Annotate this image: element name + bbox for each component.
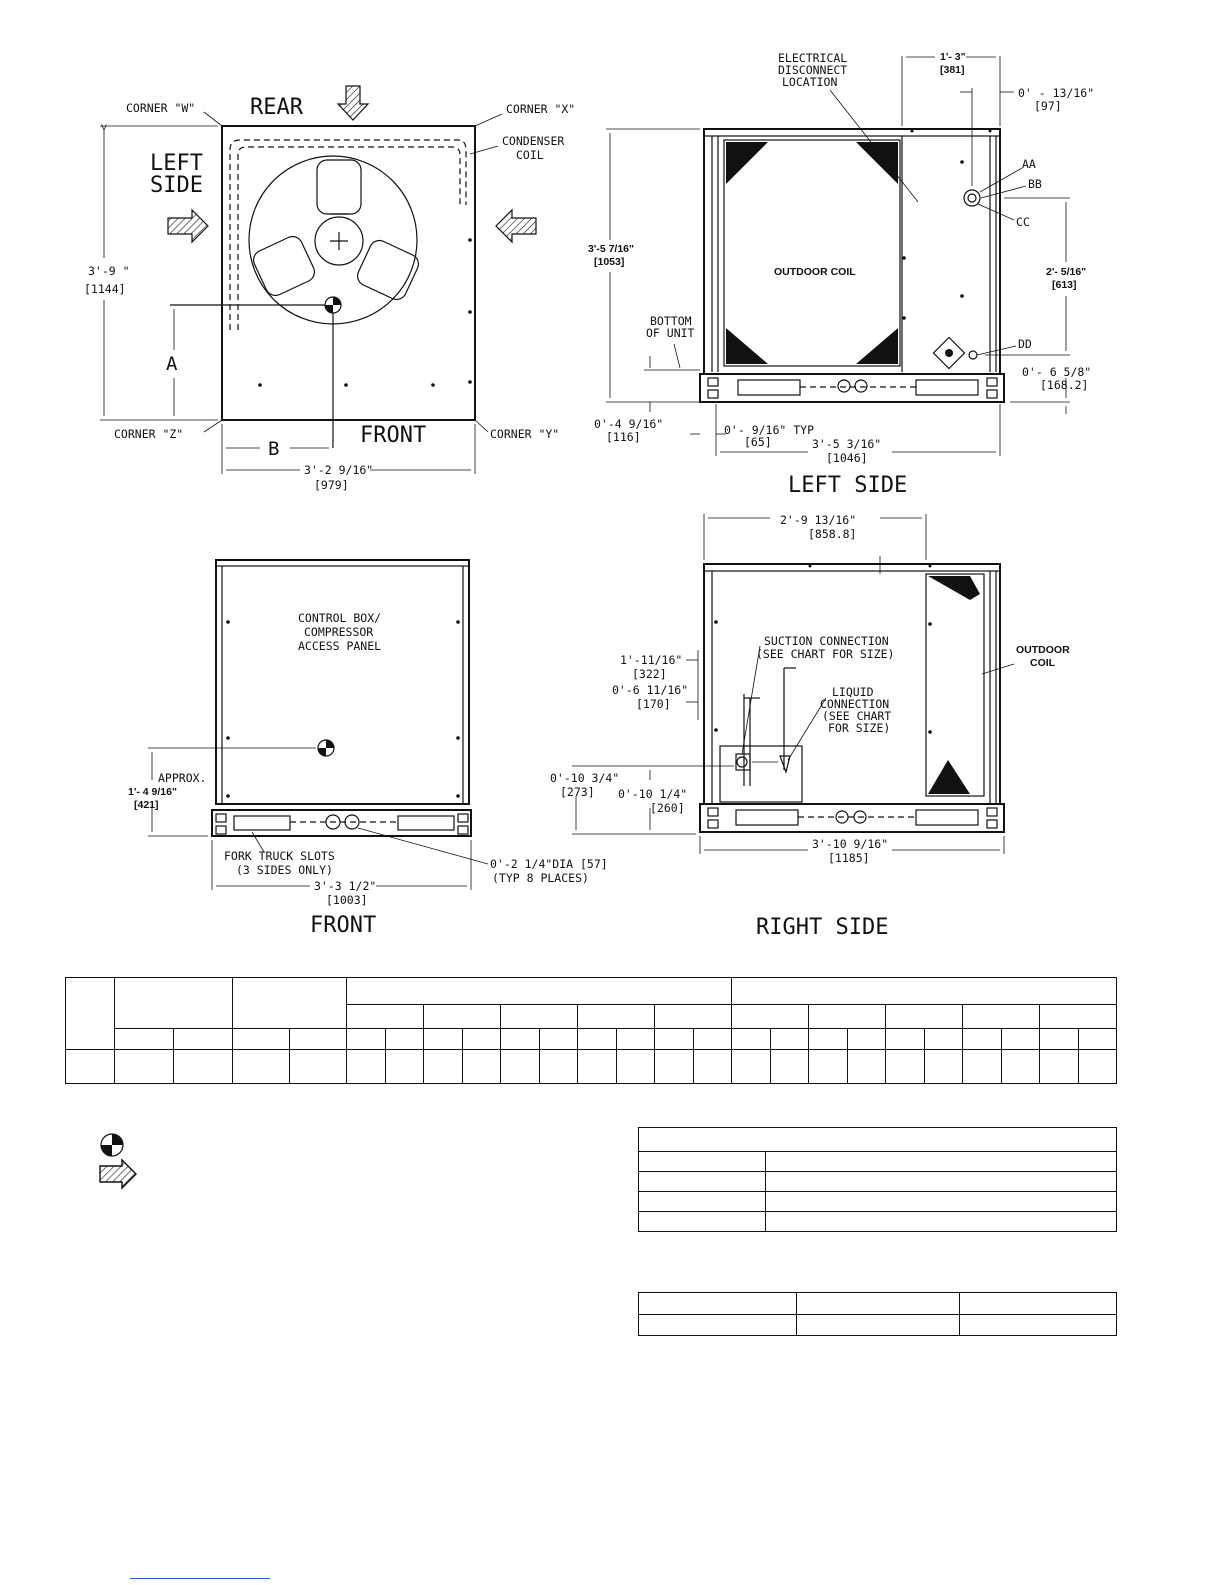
electrical-label-3: LOCATION (782, 75, 837, 89)
footer-link-rule (130, 1578, 270, 1579)
right-outdoor-coil-1: OUTDOOR (1016, 644, 1070, 656)
rear-width-mm: [979] (314, 478, 349, 492)
corner-y-label: CORNER "Y" (490, 427, 559, 441)
fork-label-2: (3 SIDES ONLY) (236, 863, 333, 877)
left-bottom-dim: 0'-4 9/16" (594, 417, 663, 431)
connection-table (638, 1127, 1117, 1232)
front-view (148, 559, 489, 890)
right-dim-4-mm: [260] (650, 801, 685, 815)
typ-dim: 0'- 9/16" TYP (724, 423, 814, 437)
right-width-dim: 3'-10 9/16" (812, 837, 888, 851)
bottom-of-unit-1: BOTTOM (650, 314, 692, 328)
right-dim-2-mm: [170] (636, 697, 671, 711)
typ8-label: (TYP 8 PLACES) (492, 871, 589, 885)
fork-label-1: FORK TRUCK SLOTS (224, 849, 335, 863)
right-top-dim-mm: [858.8] (808, 527, 856, 541)
left-base-dim-mm: [168.2] (1040, 378, 1088, 392)
right-outdoor-coil-2: COIL (1030, 657, 1056, 669)
left-side-label-1: LEFT (150, 151, 203, 176)
liquid-label-2: CONNECTION (820, 697, 889, 711)
center-of-gravity-icon (100, 1133, 124, 1157)
approx-dim-mm: [421] (134, 799, 159, 811)
electrical-label-1: ELECTRICAL (778, 51, 847, 65)
rear-width-dim: 3'-2 9/16" (304, 463, 373, 477)
right-top-dim: 2'-9 13/16" (780, 513, 856, 527)
suction-label-2: (SEE CHART FOR SIZE) (756, 647, 894, 661)
cc-label: CC (1016, 215, 1030, 229)
corner-x-label: CORNER "X" (506, 102, 575, 116)
left-top-dim-mm: [381] (940, 64, 965, 76)
left-height-dim: 3'-5 7/16" (588, 243, 634, 255)
panel-label-3: ACCESS PANEL (298, 639, 381, 653)
corner-z-label: CORNER "Z" (114, 427, 183, 441)
rear-height-dim: 3'-9 " (88, 264, 130, 278)
airflow-arrow-icon (99, 1158, 137, 1190)
dd-label: DD (1018, 337, 1032, 351)
bottom-of-unit-2: OF UNIT (646, 326, 695, 340)
left-side-labels: ELECTRICAL DISCONNECT LOCATION 1'- 3" [3… (588, 51, 1094, 498)
front-width-dim-mm: [1003] (326, 893, 368, 907)
approx-dim: 1'- 4 9/16" (128, 786, 177, 798)
approx-label: APPROX. (158, 771, 206, 785)
right-side-title: RIGHT SIDE (756, 915, 888, 940)
right-dim-3-mm: [273] (560, 785, 595, 799)
liquid-label-1: LIQUID (832, 685, 874, 699)
bb-label: BB (1028, 177, 1042, 191)
left-width-dim-mm: [1046] (826, 451, 868, 465)
right-dim-1-mm: [322] (632, 667, 667, 681)
front-title: FRONT (310, 913, 376, 938)
panel-label-2: COMPRESSOR (304, 625, 373, 639)
left-base-dim: 0'- 6 5/8" (1022, 365, 1091, 379)
left-top-dim: 1'- 3" (940, 51, 966, 63)
weight-table (638, 1292, 1117, 1336)
left-right-dim: 2'- 5/16" (1046, 266, 1086, 278)
aa-label: AA (1022, 157, 1036, 171)
front-label-top: FRONT (360, 423, 426, 448)
right-side-labels: 2'-9 13/16" [858.8] SUCTION CONNECTION (… (550, 513, 1070, 940)
corner-w-label: CORNER "W" (126, 101, 195, 115)
front-view-labels: CONTROL BOX/ COMPRESSOR ACCESS PANEL APP… (128, 611, 608, 938)
left-right-dim-mm: [613] (1052, 279, 1077, 291)
electrical-label-2: DISCONNECT (778, 63, 847, 77)
dia-label: 0'-2 1/4"DIA [57] (490, 857, 608, 871)
rear-height-mm: [1144] (84, 282, 126, 296)
right-dim-4: 0'-10 1/4" (618, 787, 687, 801)
left-side-label-2: SIDE (150, 173, 203, 198)
typ-dim-mm: [65] (744, 435, 772, 449)
left-right-top-dim: 0' - 13/16" (1018, 86, 1094, 100)
dim-a-label: A (166, 353, 178, 375)
dimension-chart-table (65, 977, 1117, 1084)
left-height-dim-mm: [1053] (594, 256, 624, 268)
right-dim-1: 1'-11/16" (620, 653, 682, 667)
panel-label-1: CONTROL BOX/ (298, 611, 381, 625)
left-side-title: LEFT SIDE (788, 473, 907, 498)
liquid-label-4: FOR SIZE) (828, 721, 890, 735)
front-width-dim: 3'-3 1/2" (314, 879, 376, 893)
left-right-top-dim-mm: [97] (1034, 99, 1062, 113)
liquid-label-3: (SEE CHART (822, 709, 891, 723)
top-view-labels: CORNER "W" REAR CORNER "X" CONDENSER COI… (84, 95, 575, 492)
condenser-coil-label-2: COIL (516, 148, 544, 162)
left-side-view (606, 56, 1070, 456)
condenser-coil-label-1: CONDENSER (502, 134, 564, 148)
right-width-dim-mm: [1185] (828, 851, 870, 865)
suction-label-1: SUCTION CONNECTION (764, 634, 889, 648)
right-dim-2: 0'-6 11/16" (612, 683, 688, 697)
outdoor-coil-label: OUTDOOR COIL (774, 266, 856, 278)
right-side-view (572, 514, 1015, 854)
dim-b-label: B (268, 438, 279, 460)
top-view (100, 85, 537, 474)
left-bottom-dim-mm: [116] (606, 430, 641, 444)
left-width-dim: 3'-5 3/16" (812, 437, 881, 451)
rear-label: REAR (250, 95, 304, 120)
right-dim-3: 0'-10 3/4" (550, 771, 619, 785)
